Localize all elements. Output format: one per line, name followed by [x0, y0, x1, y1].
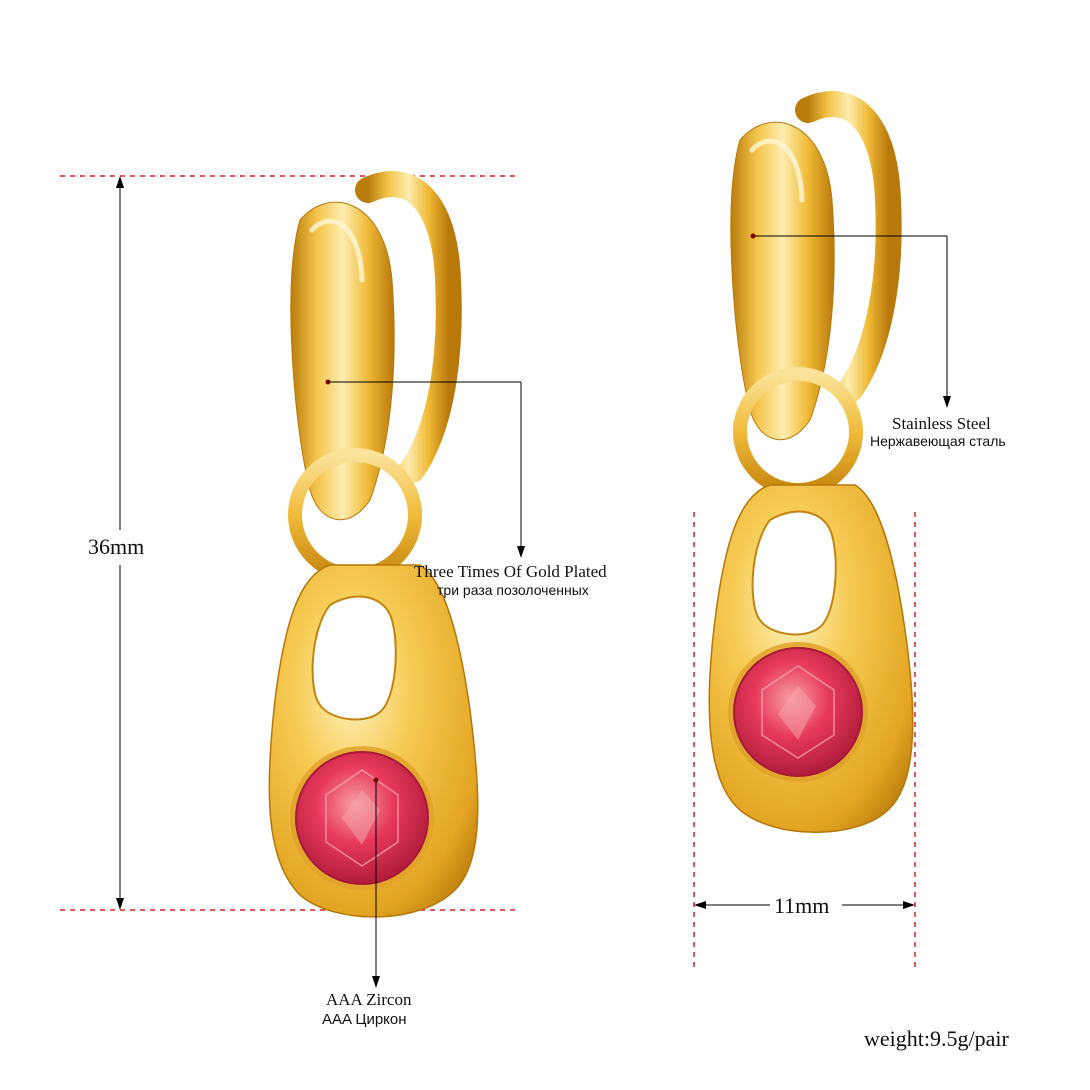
- callout-steel: [750, 233, 951, 408]
- arrow-head-up-icon: [116, 176, 124, 188]
- callout-zircon: [372, 777, 380, 988]
- arrow-head-down-icon: [517, 546, 525, 558]
- arrow-head-down-icon: [116, 898, 124, 910]
- arrow-head-left-icon: [694, 901, 706, 909]
- pendant-cutout: [751, 510, 837, 636]
- callout-plating: [325, 379, 525, 558]
- arrow-head-right-icon: [903, 901, 915, 909]
- plating-label-ru: три раза позолоченных: [437, 582, 589, 598]
- hoop-front: [290, 201, 395, 521]
- arrow-head-down-icon: [943, 396, 951, 408]
- height-dimension: [60, 175, 518, 911]
- weight-label: weight:9.5g/pair: [864, 1026, 1009, 1051]
- hoop-front: [730, 121, 835, 441]
- hoop-back: [795, 91, 902, 403]
- pendant-cutout: [311, 595, 397, 721]
- width-dimension: [693, 512, 916, 968]
- width-label: 11mm: [772, 893, 832, 919]
- earring-right: [708, 91, 914, 833]
- steel-label-en: Stainless Steel: [892, 414, 991, 433]
- earring-left: [268, 171, 479, 918]
- zircon-label-en: AAA Zircon: [326, 990, 412, 1009]
- hoop-back: [355, 171, 462, 483]
- arrow-head-down-icon: [372, 976, 380, 988]
- steel-label-ru: Нержавеющая сталь: [870, 433, 1006, 449]
- plating-label-en: Three Times Of Gold Plated: [414, 562, 607, 581]
- height-label: 36mm: [86, 534, 147, 560]
- zircon-label-ru: AAA Циркон: [322, 1011, 407, 1028]
